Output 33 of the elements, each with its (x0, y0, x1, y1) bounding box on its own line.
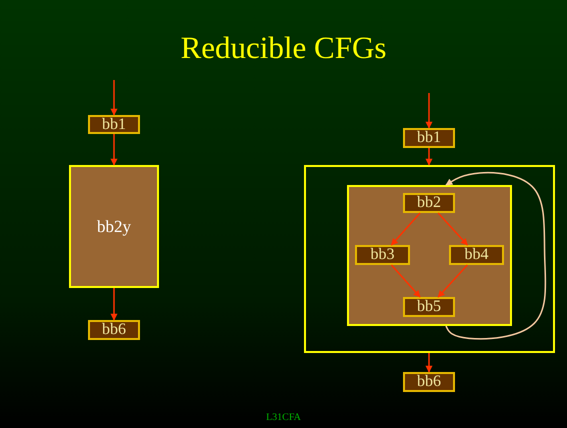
block-box (69, 165, 159, 288)
block-box (403, 297, 455, 317)
block-label: bb2y (97, 218, 131, 235)
arrow (390, 212, 421, 246)
block-box (403, 193, 455, 213)
arrow (426, 93, 432, 129)
arrow (438, 212, 468, 246)
block-label: bb4 (464, 247, 488, 263)
arrow (438, 264, 468, 298)
block-label: bb2 (417, 195, 441, 211)
block-label: bb3 (370, 247, 394, 263)
slide-footer: L31CFA (0, 412, 567, 423)
block-box (88, 320, 140, 340)
arrow (426, 148, 432, 166)
arrow (110, 80, 118, 116)
block-box (88, 115, 140, 134)
block-label: bb1 (417, 130, 441, 146)
block-label: bb5 (417, 299, 441, 315)
arrow (426, 353, 432, 373)
region-box (304, 165, 555, 353)
arrow (390, 264, 421, 298)
block-box (449, 245, 504, 265)
block-box (403, 128, 455, 148)
block-label: bb6 (417, 374, 441, 390)
slide-title: Reducible CFGs (180, 30, 388, 66)
block-box (355, 245, 410, 265)
arrow (445, 172, 546, 340)
arrow (110, 288, 118, 321)
block-label: bb6 (102, 322, 126, 338)
loop-body-box (347, 185, 512, 326)
arrow (110, 134, 118, 166)
block-label: bb1 (102, 116, 126, 132)
block-box (403, 372, 455, 392)
